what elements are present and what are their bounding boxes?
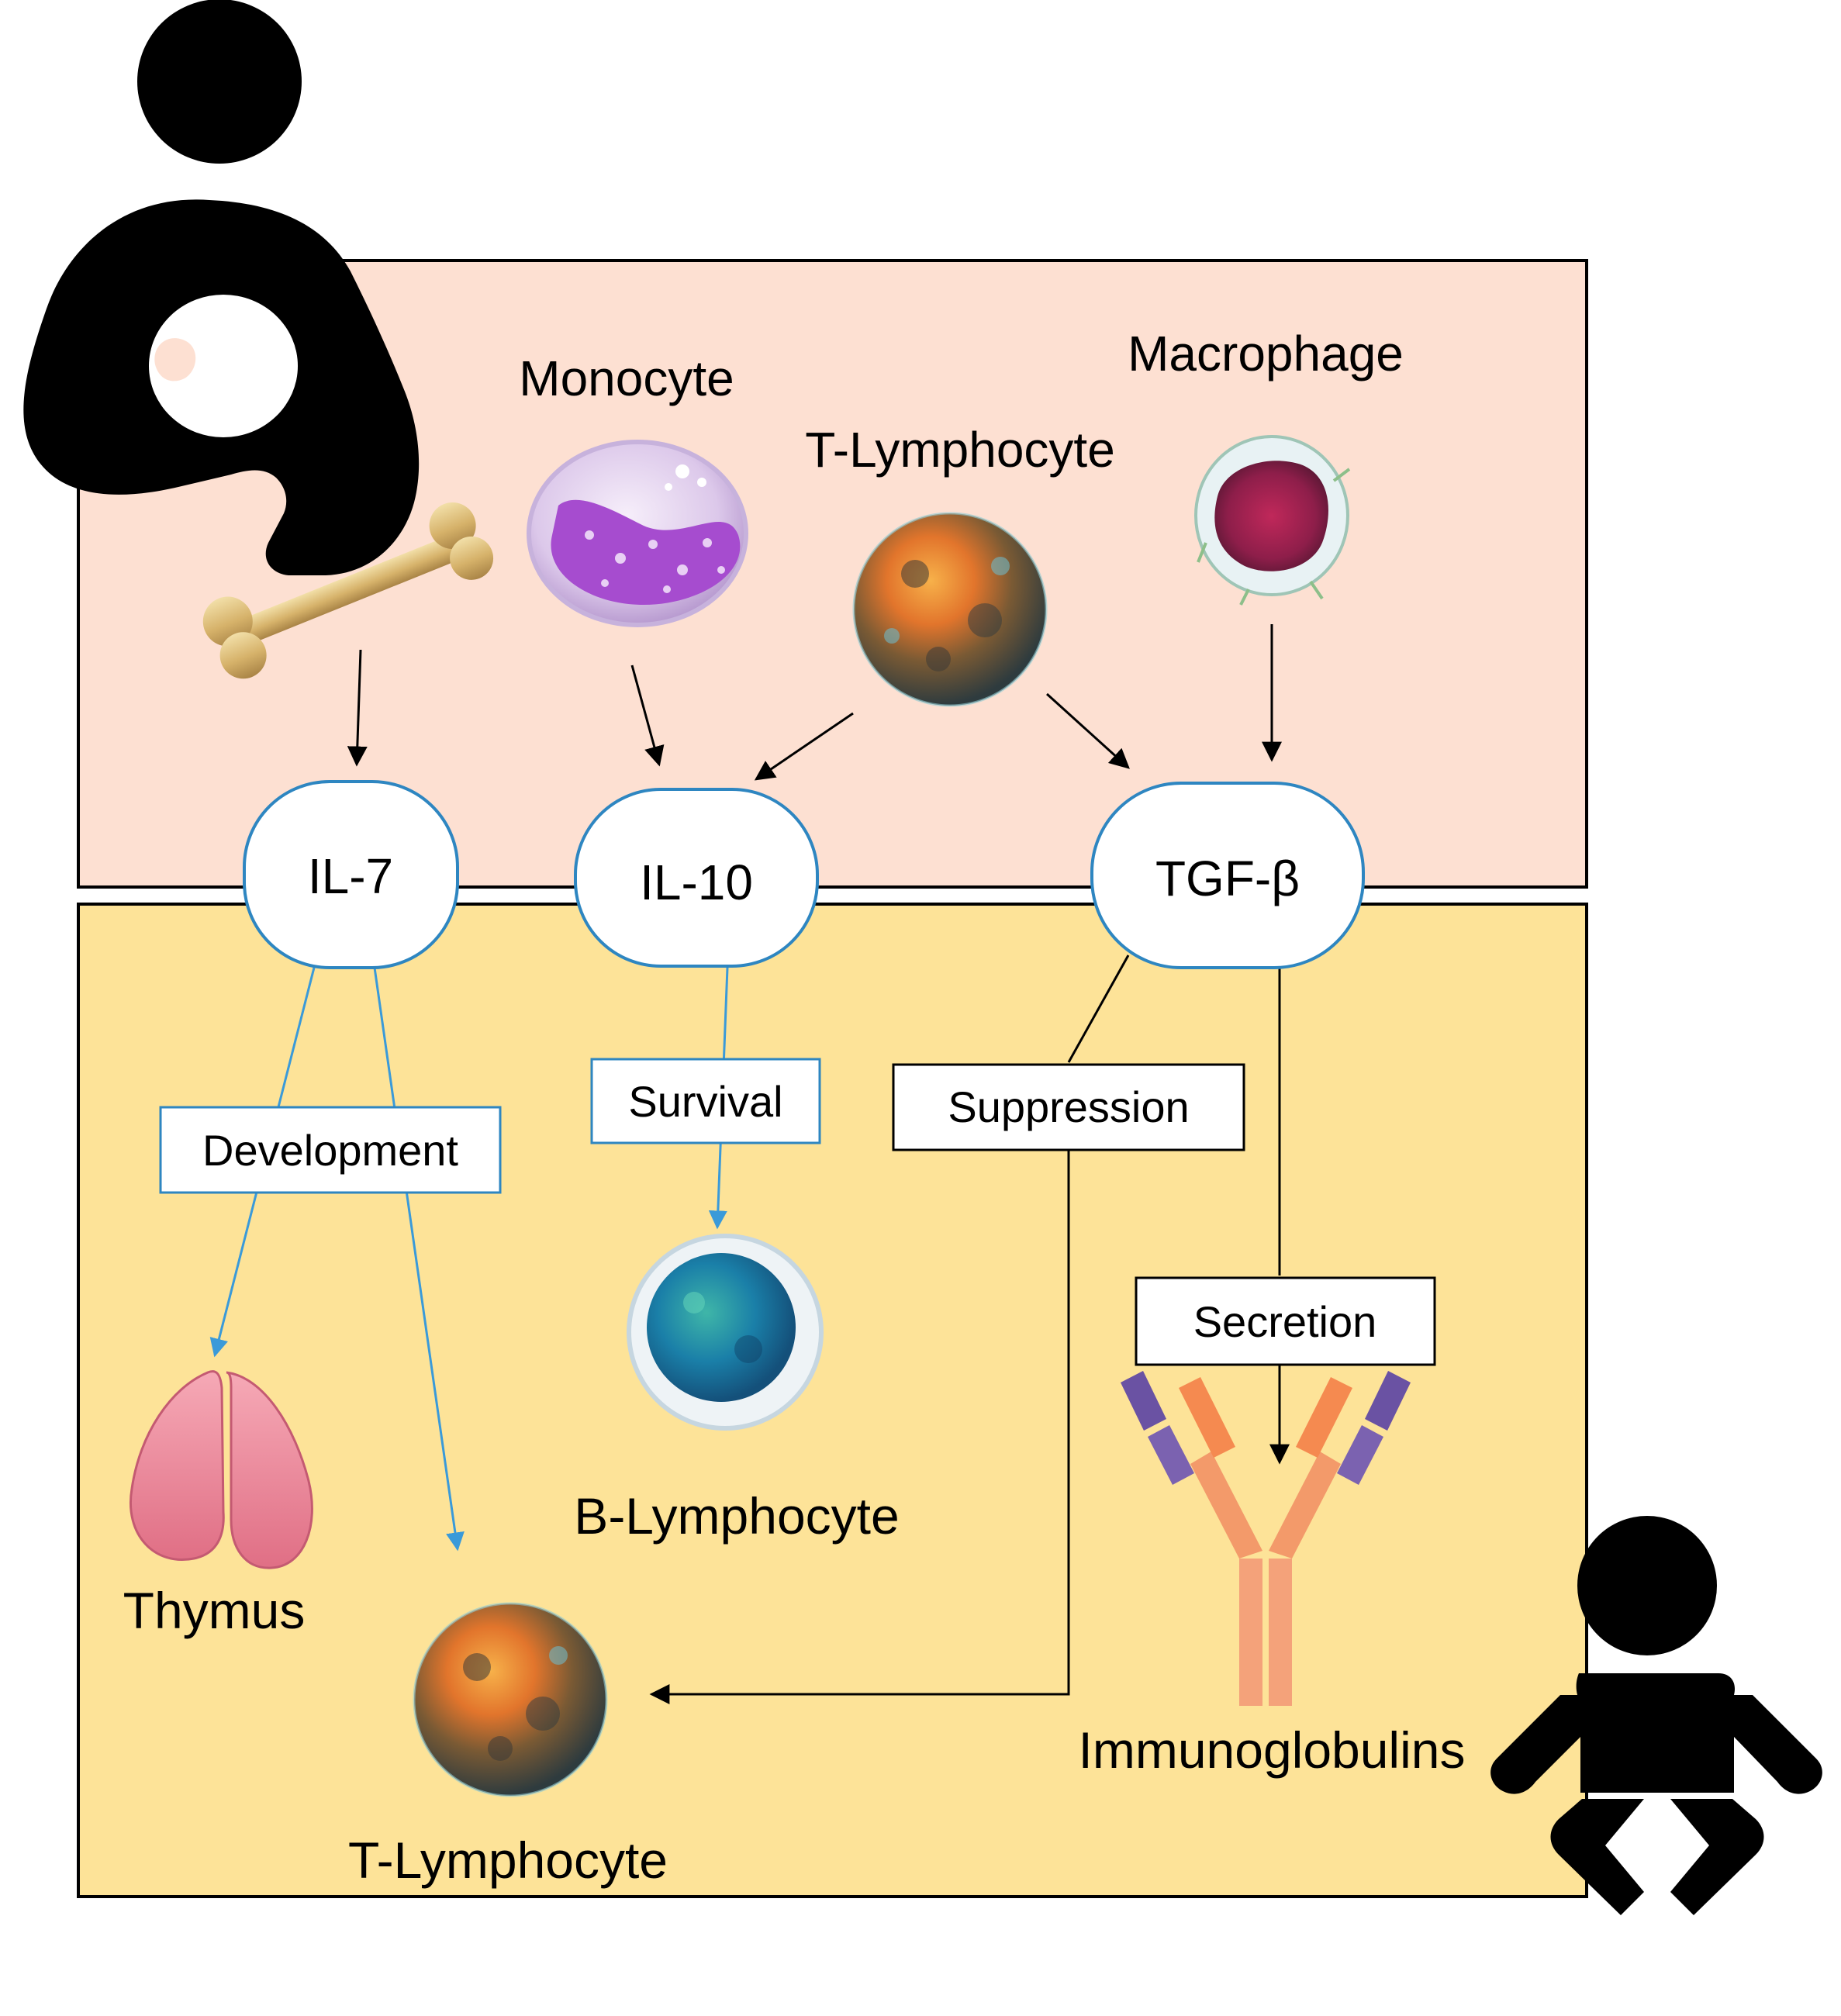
antibody-icon bbox=[1121, 1371, 1411, 1706]
b-lymphocyte-icon bbox=[627, 1234, 824, 1431]
macrophage-icon bbox=[1194, 435, 1351, 606]
arrow-il7-to-tcell bbox=[373, 967, 465, 1552]
effect-box-survival bbox=[590, 1058, 821, 1144]
t-lymphocyte-icon bbox=[852, 512, 1048, 707]
arrow-tcell-to-il10 bbox=[754, 712, 854, 781]
cell-label-b-lymphocyte: B-Lymphocyte bbox=[574, 1487, 899, 1545]
effect-label-survival: Survival bbox=[628, 1077, 782, 1126]
cytokine-label-tgf: TGF-β bbox=[1155, 851, 1300, 906]
arrow-tcell-to-tgf bbox=[1045, 692, 1130, 769]
cell-label-thymus: Thymus bbox=[123, 1582, 306, 1639]
monocyte-icon bbox=[527, 440, 748, 627]
effect-label-secretion: Secretion bbox=[1193, 1297, 1377, 1346]
arrow-monocyte-to-il10 bbox=[630, 665, 665, 767]
t-lymphocyte-icon-bottom bbox=[413, 1602, 608, 1797]
effect-box-development bbox=[159, 1106, 502, 1194]
thymus-icon bbox=[130, 1370, 313, 1569]
effect-label-development: Development bbox=[202, 1126, 458, 1175]
effect-label-suppression: Suppression bbox=[948, 1082, 1189, 1131]
effect-box-secretion bbox=[1135, 1276, 1436, 1366]
effect-box-suppression bbox=[892, 1063, 1245, 1151]
breastfeeding-mother-icon bbox=[23, 0, 420, 575]
cytokine-label-il7: IL-7 bbox=[308, 848, 393, 904]
cell-label-t-lymphocyte-top: T-Lymphocyte bbox=[805, 422, 1115, 478]
arrow-suppression-to-tcell bbox=[649, 1148, 1070, 1704]
cell-label-immunoglobulins: Immunoglobulins bbox=[1079, 1721, 1466, 1779]
bone-icon bbox=[202, 502, 494, 679]
cell-label-macrophage: Macrophage bbox=[1128, 326, 1404, 381]
cytokine-node-tgf bbox=[1090, 782, 1365, 969]
line-tgf-to-suppression bbox=[1067, 954, 1130, 1063]
cell-label-monocyte: Monocyte bbox=[519, 350, 734, 406]
cell-label-t-lymphocyte-bottom: T-Lymphocyte bbox=[348, 1831, 668, 1889]
cytokine-node-il7 bbox=[243, 780, 459, 969]
arrow-bone-to-il7 bbox=[347, 649, 368, 767]
cytokine-label-il10: IL-10 bbox=[640, 854, 753, 910]
baby-icon bbox=[1490, 1516, 1822, 1915]
cytokine-node-il10 bbox=[574, 788, 819, 968]
